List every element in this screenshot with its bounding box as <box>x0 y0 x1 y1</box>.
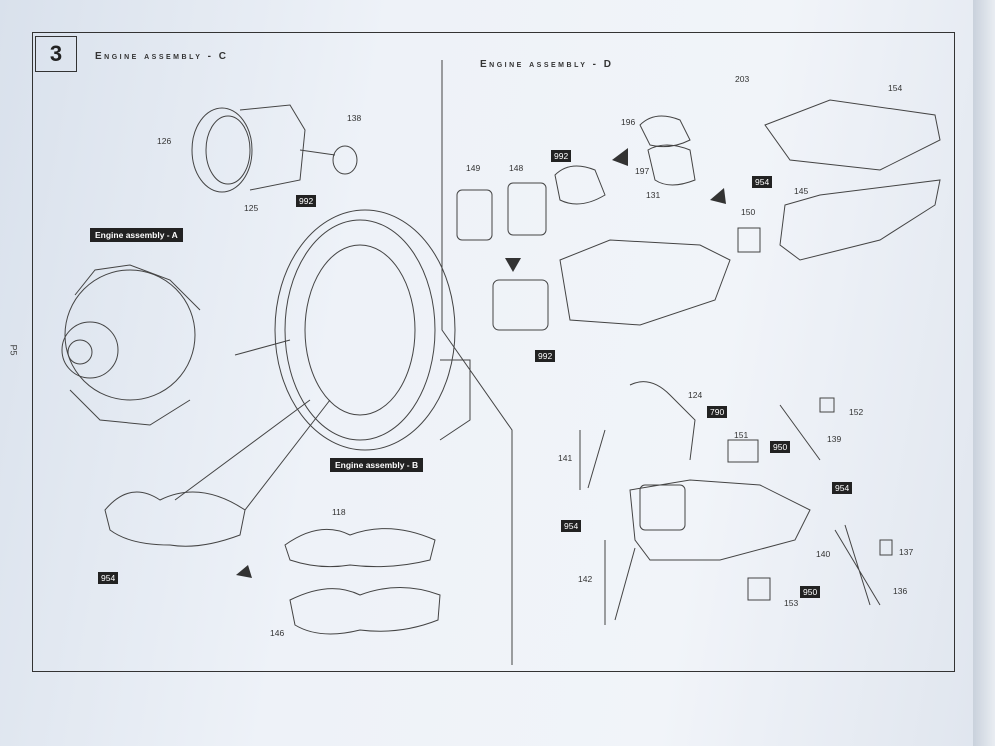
glue-badge-950-bottom: 950 <box>800 586 821 598</box>
part-label-153: 153 <box>784 598 799 608</box>
assembly-b-label: Engine assembly - B <box>330 458 424 472</box>
glue-badge-992: 992 <box>296 195 317 207</box>
glue-badge-954-left: 954 <box>561 520 582 532</box>
part-label-152: 152 <box>849 407 864 417</box>
step-number: 3 <box>35 36 77 72</box>
glue-badge-950-top: 950 <box>770 441 791 453</box>
assembly-a-label: Engine assembly - A <box>90 228 183 242</box>
cowling-ring-drawing <box>191 104 358 193</box>
glue-badge-992-top: 992 <box>551 150 572 162</box>
part-label-149: 149 <box>466 163 481 173</box>
glue-badge-992-bottom: 992 <box>535 350 556 362</box>
part-label-151: 151 <box>734 430 749 440</box>
part-label-138: 138 <box>347 113 362 123</box>
glue-badge-954-right: 954 <box>832 482 853 494</box>
part-label-140: 140 <box>816 549 831 559</box>
part-label-141: 141 <box>558 453 573 463</box>
step-frame <box>32 32 955 672</box>
part-label-146: 146 <box>270 628 285 638</box>
part-label-197: 197 <box>635 166 650 176</box>
cylinder-block-drawing <box>456 99 941 331</box>
glue-badge-954: 954 <box>98 572 119 584</box>
section-divider <box>441 60 513 665</box>
part-label-137: 137 <box>899 547 914 557</box>
part-label-131: 131 <box>646 190 661 200</box>
part-label-126: 126 <box>157 136 172 146</box>
glue-badge-954-top: 954 <box>752 176 773 188</box>
part-label-125: 125 <box>244 203 259 213</box>
firewall-drawing <box>234 209 471 451</box>
part-label-142: 142 <box>578 574 593 584</box>
part-label-196: 196 <box>621 117 636 127</box>
part-label-145: 145 <box>794 186 809 196</box>
part-label-124: 124 <box>688 390 703 400</box>
part-label-136: 136 <box>893 586 908 596</box>
glue-badge-790: 790 <box>707 406 728 418</box>
page-edge <box>973 0 995 746</box>
part-label-118: 118 <box>332 507 346 517</box>
section-title-c: Engine assembly - C <box>95 51 229 62</box>
part-label-154: 154 <box>888 83 903 93</box>
section-title-d: Engine assembly - D <box>480 59 614 70</box>
arrows <box>236 148 726 578</box>
part-label-150: 150 <box>741 207 756 217</box>
part-label-139: 139 <box>827 434 842 444</box>
exhaust-drawing <box>104 399 441 635</box>
part-label-148: 148 <box>509 163 524 173</box>
oil-pan-assembly-drawing <box>579 381 893 625</box>
radial-engine-drawing <box>61 264 201 426</box>
part-label-203: 203 <box>735 74 750 84</box>
